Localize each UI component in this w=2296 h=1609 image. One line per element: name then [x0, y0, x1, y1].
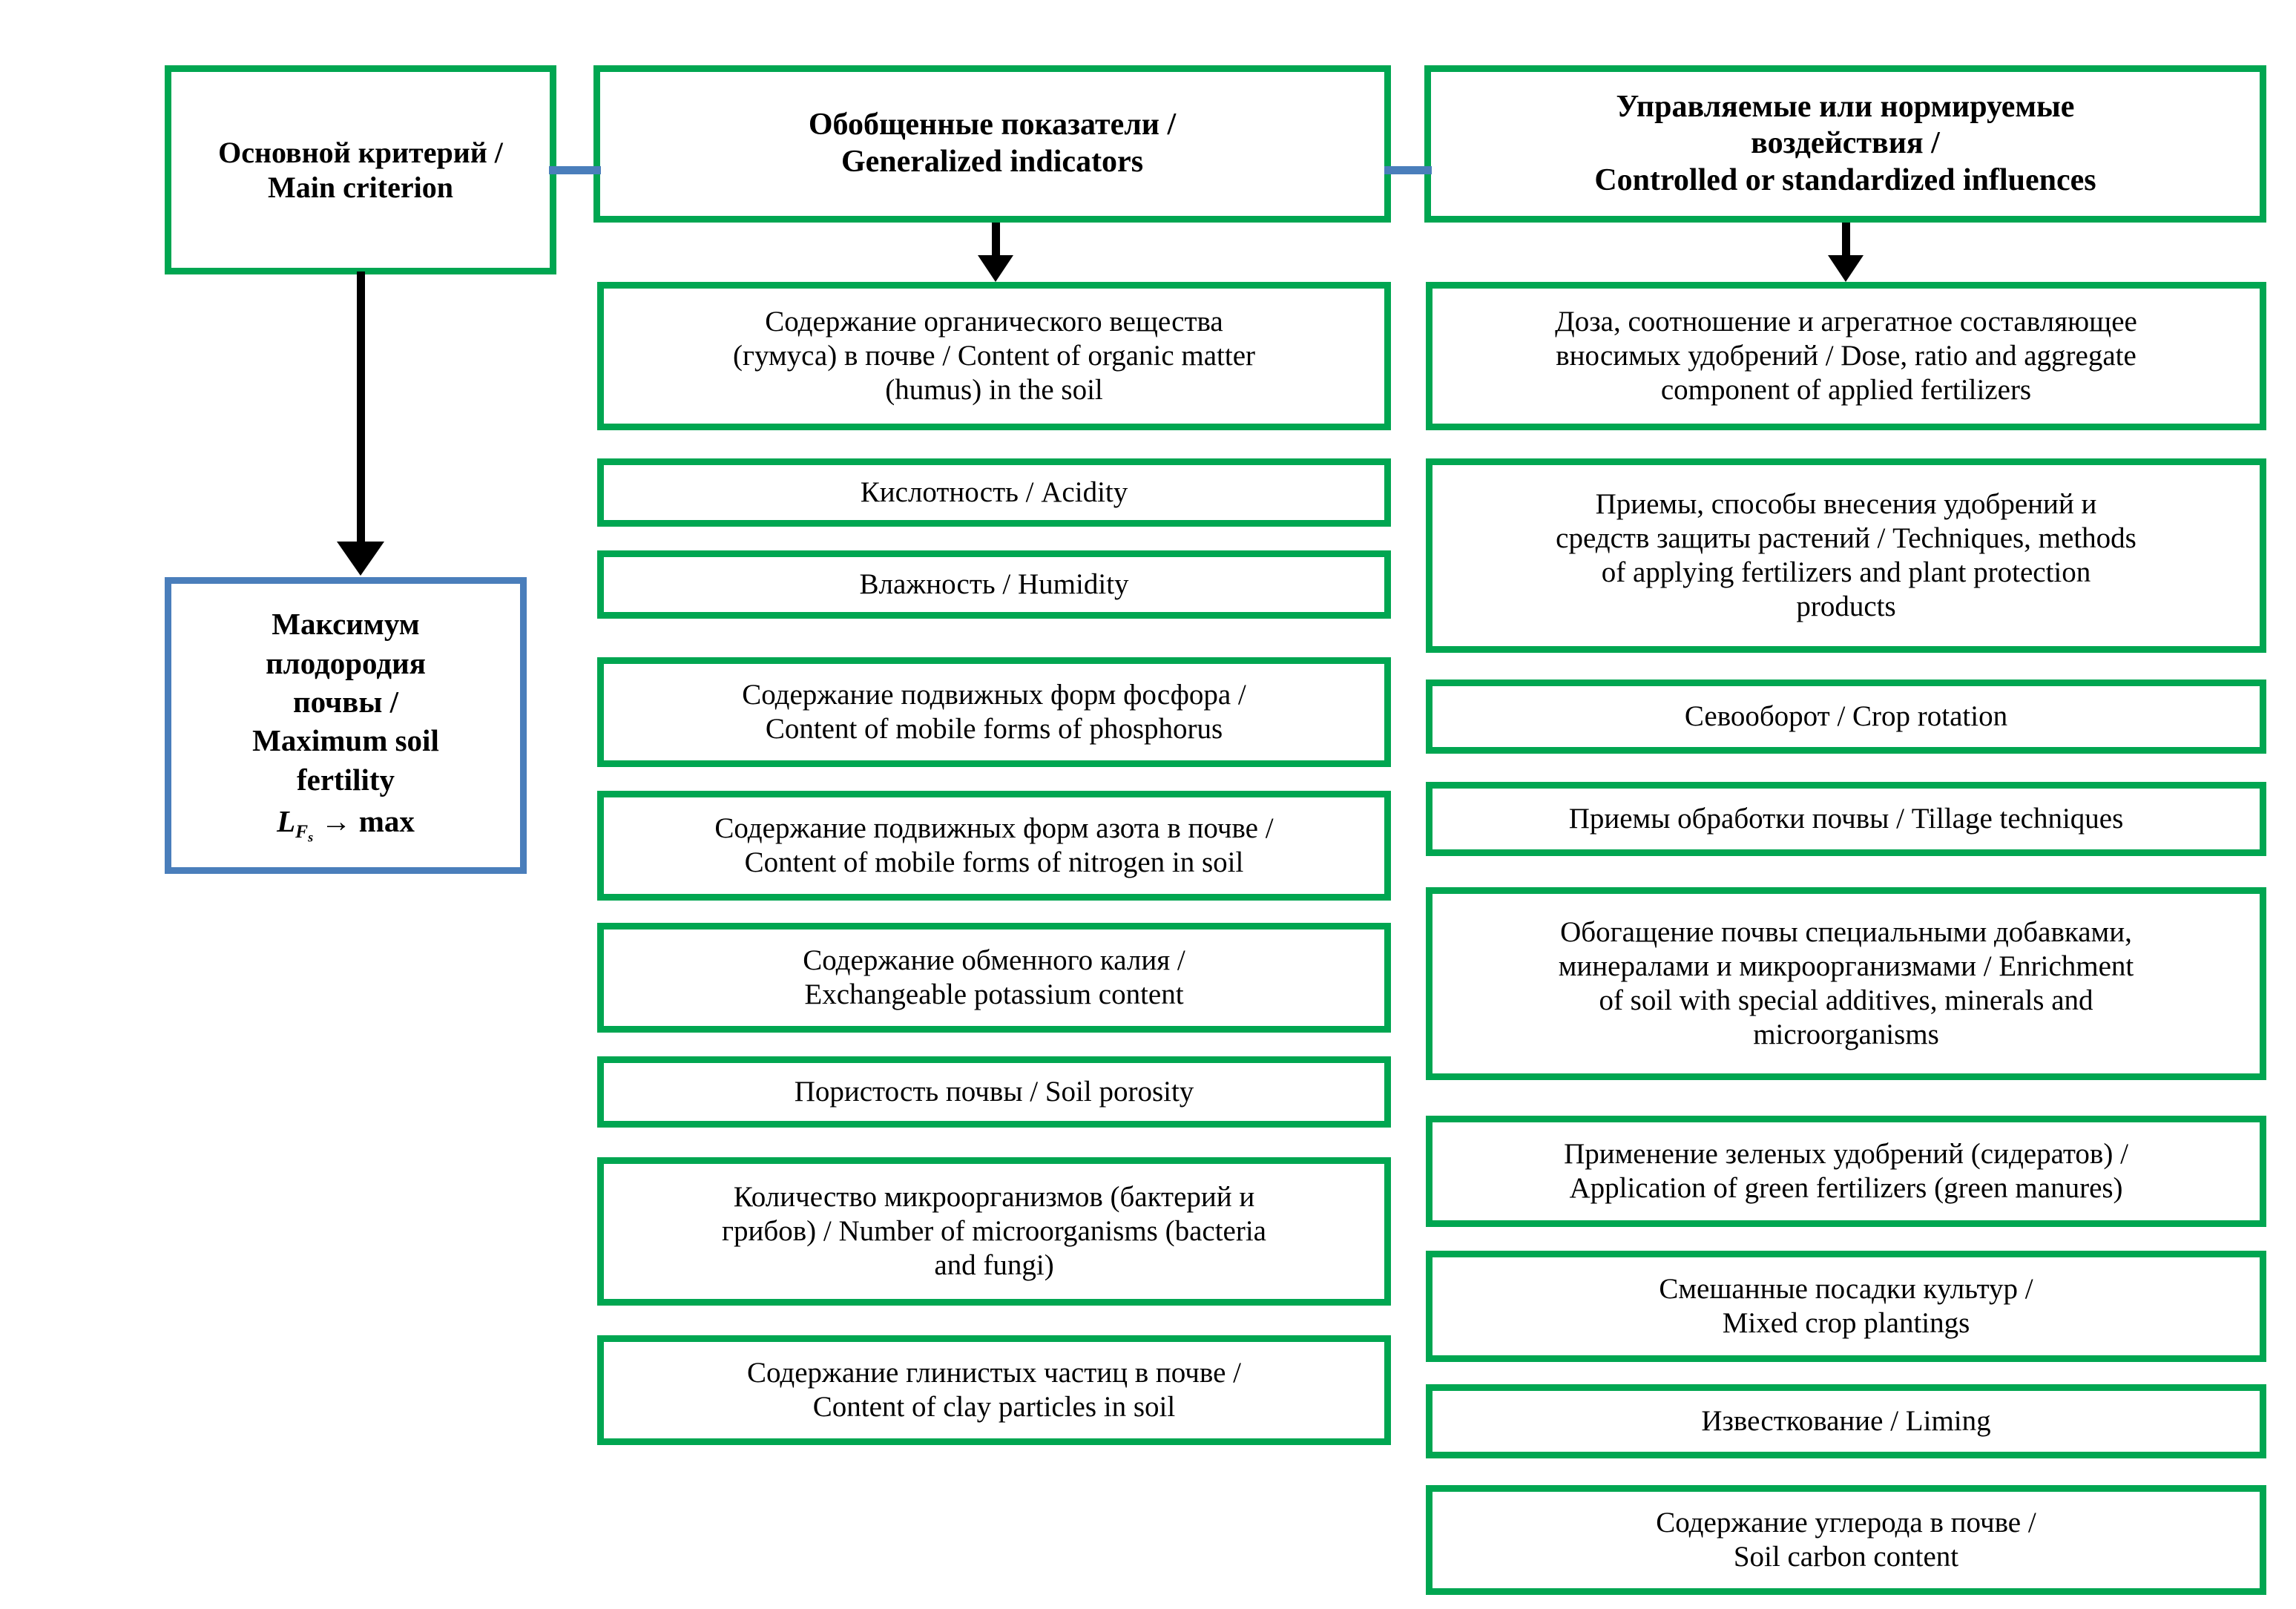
- influence-tillage-label: Приемы обработки почвы / Tillage techniq…: [1568, 802, 2124, 835]
- goal-formula-subsubscript: s: [308, 829, 314, 845]
- goal-label: Максимум плодородия почвы / Maximum soil…: [171, 566, 520, 886]
- influence-fertilizer-dose-label: Доза, соотношение и агрегатное составляю…: [1555, 305, 2137, 406]
- arrow-head-influences: [1828, 255, 1864, 282]
- arrow-stem-indicators: [992, 223, 1000, 261]
- indicator-nitrogen: Содержание подвижных форм азота в почве …: [597, 791, 1391, 901]
- header-main-criterion: Основной критерий / Main criterion: [165, 65, 556, 274]
- indicator-clay-particles: Содержание глинистых частиц в почве / Co…: [597, 1335, 1391, 1445]
- indicator-microorganisms: Количество микроорганизмов (бактерий и г…: [597, 1157, 1391, 1306]
- connector-indicators-to-influences: [1384, 166, 1432, 174]
- goal-formula-tail: → max: [313, 804, 415, 839]
- influence-application-methods-label: Приемы, способы внесения удобрений и сре…: [1556, 487, 2137, 623]
- influence-soil-enrichment-label: Обогащение почвы специальными добавками,…: [1558, 915, 2134, 1051]
- influence-crop-rotation: Севооборот / Crop rotation: [1426, 680, 2266, 754]
- header-generalized-indicators: Обобщенные показатели / Generalized indi…: [593, 65, 1391, 223]
- influence-green-manures-label: Применение зеленых удобрений (сидератов)…: [1564, 1137, 2128, 1204]
- indicator-humidity: Влажность / Humidity: [597, 550, 1391, 619]
- goal-formula-subscript: F: [295, 821, 309, 843]
- header-main-criterion-label: Основной критерий / Main criterion: [218, 135, 503, 204]
- influence-soil-carbon: Содержание углерода в почве / Soil carbo…: [1426, 1485, 2266, 1595]
- indicator-potassium: Содержание обменного калия / Exchangeabl…: [597, 923, 1391, 1033]
- arrow-stem-main-to-goal: [357, 272, 365, 546]
- goal-text: Максимум плодородия почвы / Maximum soil…: [252, 607, 439, 797]
- arrow-head-indicators: [978, 255, 1013, 282]
- indicator-nitrogen-label: Содержание подвижных форм азота в почве …: [714, 812, 1274, 878]
- header-controlled-influences: Управляемые или нормируемые воздействия …: [1424, 65, 2266, 223]
- indicator-acidity: Кислотность / Acidity: [597, 458, 1391, 527]
- indicator-porosity: Пористость почвы / Soil porosity: [597, 1056, 1391, 1128]
- goal-formula-symbol: L: [277, 804, 296, 839]
- influence-liming-label: Известкование / Liming: [1701, 1404, 1991, 1437]
- influence-green-manures: Применение зеленых удобрений (сидератов)…: [1426, 1116, 2266, 1227]
- goal-max-soil-fertility: Максимум плодородия почвы / Maximum soil…: [165, 577, 527, 874]
- indicator-microorganisms-label: Количество микроорганизмов (бактерий и г…: [722, 1180, 1266, 1281]
- indicator-phosphorus-label: Содержание подвижных форм фосфора / Cont…: [742, 678, 1246, 745]
- arrow-stem-influences: [1842, 223, 1850, 261]
- influence-mixed-plantings-label: Смешанные посадки культур / Mixed crop p…: [1659, 1272, 2033, 1339]
- arrow-head-main-to-goal: [337, 542, 384, 576]
- header-controlled-influences-label: Управляемые или нормируемые воздействия …: [1594, 89, 2096, 197]
- indicator-organic-matter-label: Содержание органического вещества (гумус…: [732, 305, 1256, 406]
- goal-formula: LFs → max: [182, 802, 510, 846]
- influence-soil-enrichment: Обогащение почвы специальными добавками,…: [1426, 887, 2266, 1080]
- influence-soil-carbon-label: Содержание углерода в почве / Soil carbo…: [1656, 1506, 2036, 1573]
- influence-application-methods: Приемы, способы внесения удобрений и сре…: [1426, 458, 2266, 653]
- influence-crop-rotation-label: Севооборот / Crop rotation: [1684, 700, 2008, 732]
- indicator-organic-matter: Содержание органического вещества (гумус…: [597, 282, 1391, 430]
- indicator-clay-particles-label: Содержание глинистых частиц в почве / Co…: [747, 1356, 1241, 1423]
- indicator-porosity-label: Пористость почвы / Soil porosity: [794, 1075, 1194, 1108]
- header-generalized-indicators-label: Обобщенные показатели / Generalized indi…: [808, 108, 1177, 179]
- indicator-humidity-label: Влажность / Humidity: [859, 567, 1129, 600]
- influence-liming: Известкование / Liming: [1426, 1384, 2266, 1458]
- indicator-phosphorus: Содержание подвижных форм фосфора / Cont…: [597, 657, 1391, 767]
- influence-mixed-plantings: Смешанные посадки культур / Mixed crop p…: [1426, 1251, 2266, 1362]
- connector-main-to-indicators: [549, 166, 601, 174]
- indicator-potassium-label: Содержание обменного калия / Exchangeabl…: [803, 944, 1185, 1010]
- influence-tillage: Приемы обработки почвы / Tillage techniq…: [1426, 782, 2266, 856]
- influence-fertilizer-dose: Доза, соотношение и агрегатное составляю…: [1426, 282, 2266, 430]
- indicator-acidity-label: Кислотность / Acidity: [860, 476, 1128, 508]
